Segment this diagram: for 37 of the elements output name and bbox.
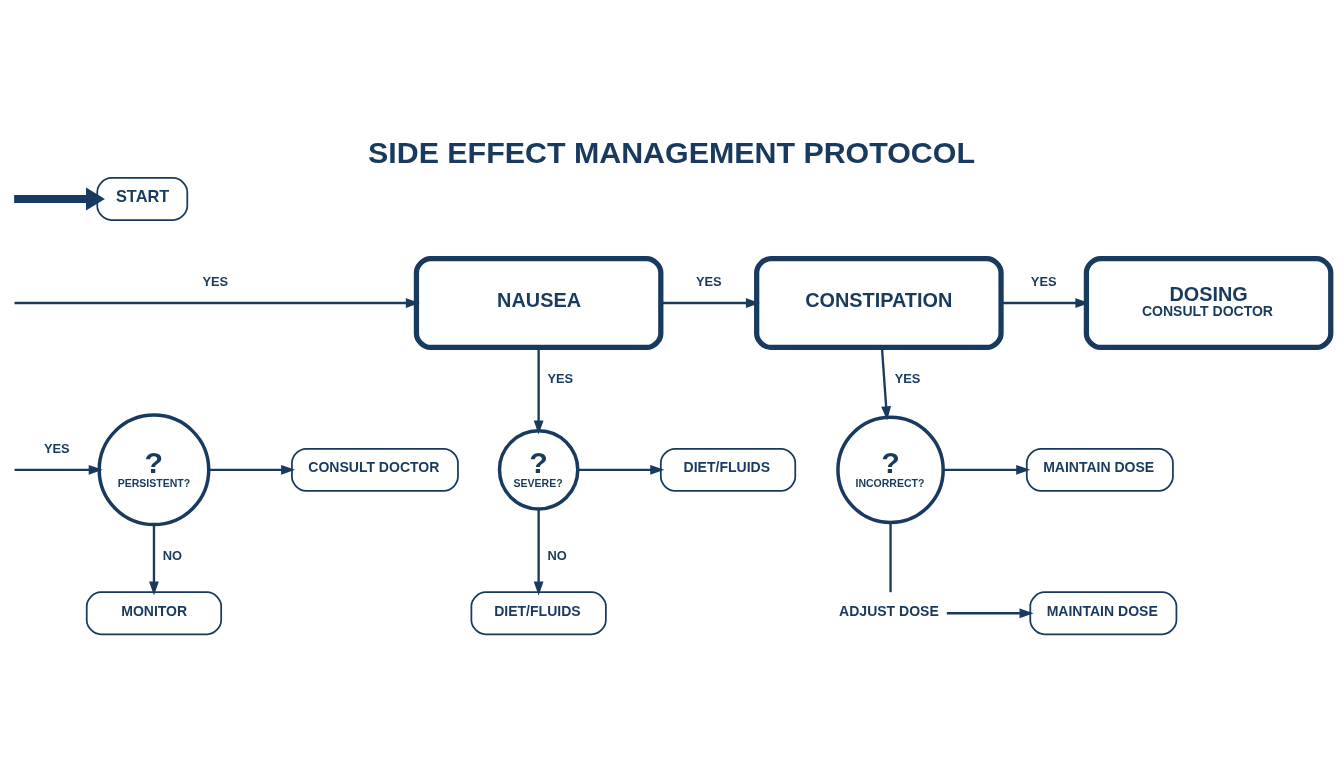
node-circle: ? INCORRECT? bbox=[836, 414, 945, 524]
connector bbox=[889, 522, 892, 592]
edge-label: NO bbox=[162, 547, 183, 563]
node-box: DIET/FLUIDS bbox=[659, 447, 797, 492]
arrow bbox=[149, 524, 159, 595]
arrow bbox=[1001, 297, 1090, 308]
arrow bbox=[208, 464, 296, 475]
edge-label: YES bbox=[695, 273, 722, 289]
arrow bbox=[946, 607, 1034, 618]
edge-label: YES bbox=[202, 273, 229, 289]
node-box: MAINTAIN DOSE bbox=[1029, 590, 1178, 635]
node-box: CONSTIPATION bbox=[754, 255, 1004, 350]
arrow bbox=[533, 508, 544, 596]
node-box: NAUSEA bbox=[413, 255, 664, 350]
node-box: DOSING CONSULT DOCTOR bbox=[1083, 255, 1334, 350]
node-box: MONITOR bbox=[85, 590, 223, 635]
edge-label: YES bbox=[547, 370, 574, 386]
arrow bbox=[14, 464, 103, 475]
edge-label: NO bbox=[547, 547, 567, 563]
arrow bbox=[880, 347, 892, 420]
diagram-title: SIDE EFFECT MANAGEMENT PROTOCOL bbox=[368, 134, 975, 168]
arrow bbox=[661, 297, 760, 308]
edge-label: YES bbox=[1030, 273, 1057, 289]
arrow bbox=[533, 347, 544, 435]
node-box: DIET/FLUIDS bbox=[470, 590, 607, 635]
edge-label: YES bbox=[43, 440, 70, 456]
node-circle: ? SEVERE? bbox=[497, 428, 580, 511]
edge-label: YES bbox=[894, 370, 921, 386]
arrow bbox=[14, 297, 420, 308]
node-box: CONSULT DOCTOR bbox=[291, 447, 459, 492]
node-text: ADJUST DOSE bbox=[839, 602, 939, 619]
node-box: MAINTAIN DOSE bbox=[1025, 447, 1174, 492]
arrow bbox=[577, 464, 665, 475]
arrow bbox=[943, 464, 1031, 475]
node-box: START bbox=[96, 176, 189, 221]
node-circle: ? PERSISTENT? bbox=[97, 412, 211, 526]
arrow bbox=[14, 186, 105, 211]
